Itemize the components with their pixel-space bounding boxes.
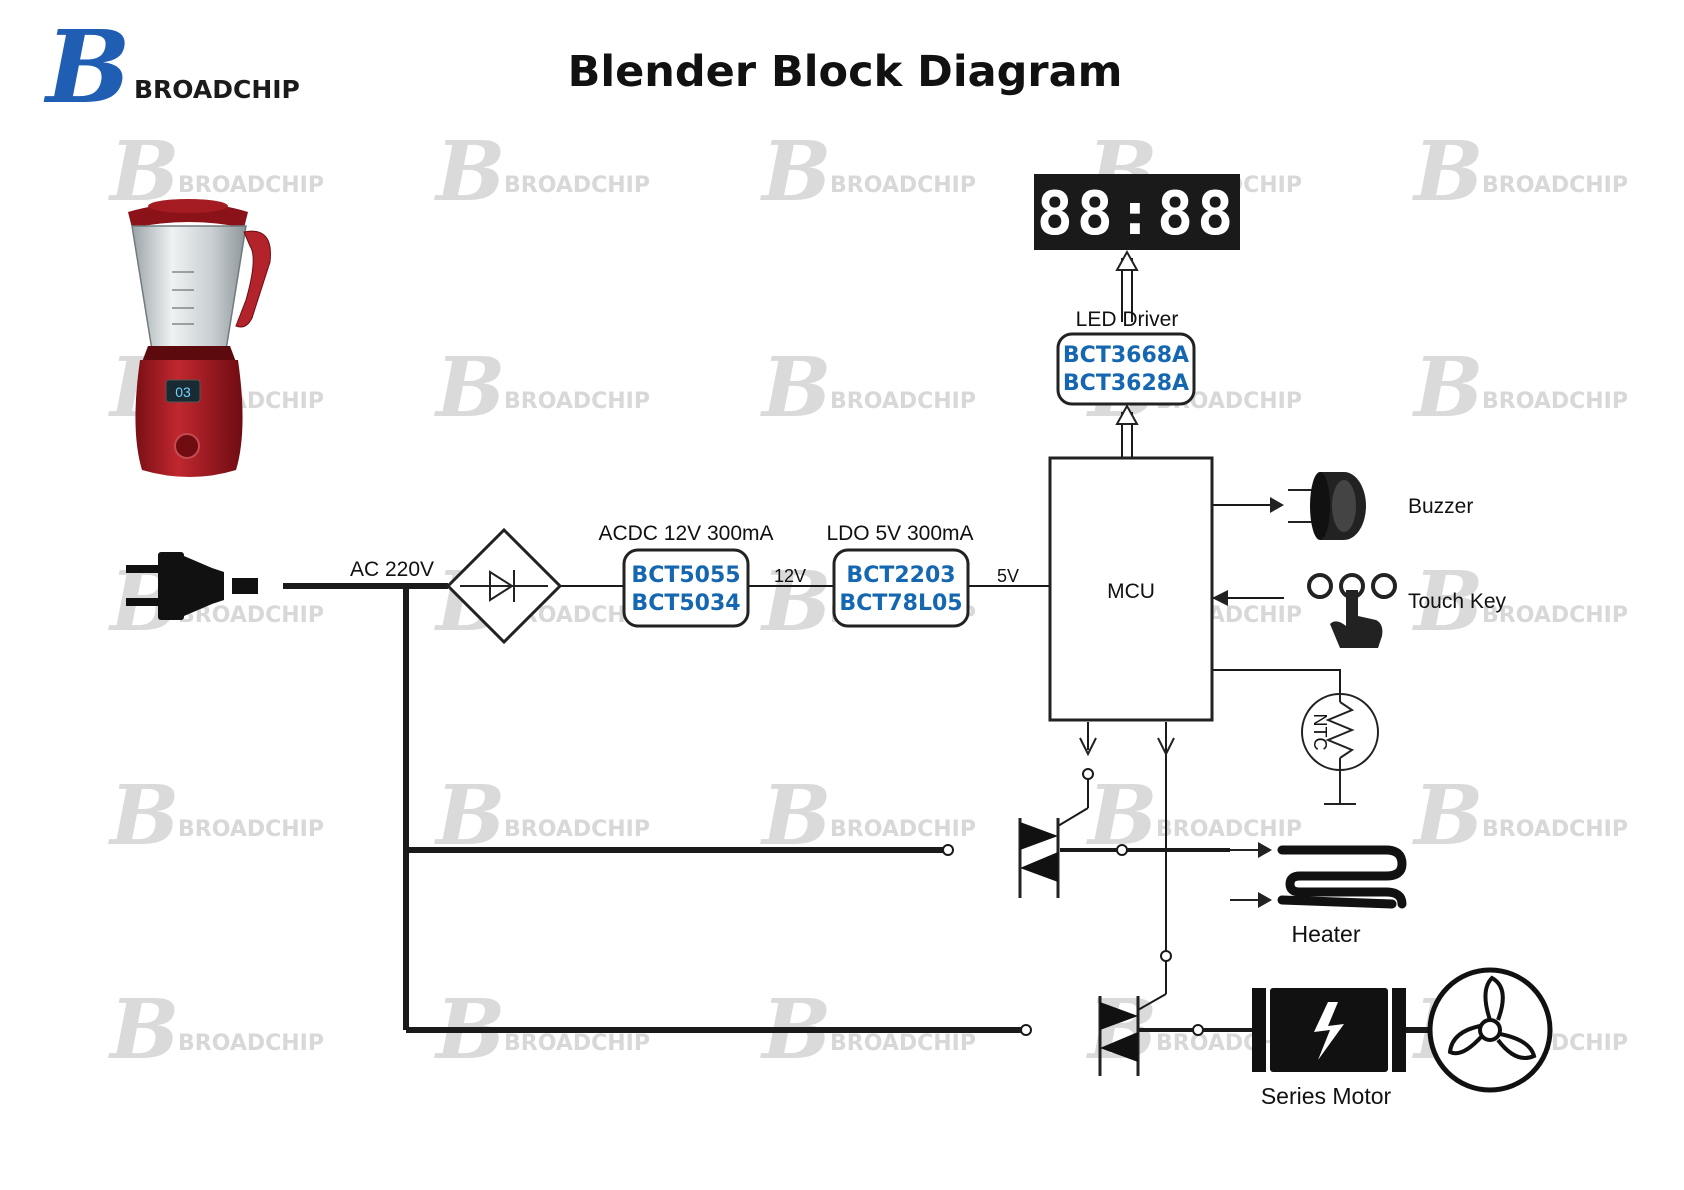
watermark-text: BROADCHIP	[1482, 817, 1628, 842]
led-driver-block: LED Driver BCT3668A BCT3628A	[1056, 308, 1196, 406]
ntc-label: NTC	[1310, 714, 1330, 751]
led-driver-label: LED Driver	[1076, 308, 1179, 331]
blender-product-image: 03	[128, 199, 271, 477]
ntc-thermistor-icon: NTC	[1301, 693, 1379, 805]
watermark-text: BROADCHIP	[504, 817, 650, 842]
mcu-output-arrows	[1079, 737, 1175, 757]
terminals	[942, 768, 1204, 1036]
acdc-label: ACDC 12V 300mA	[598, 522, 773, 545]
acdc-chip-1: BCT5055	[631, 563, 740, 588]
display-digits: 88:88	[1037, 179, 1238, 249]
logo-text: BROADCHIP	[134, 75, 300, 104]
rectifier-bridge-icon	[445, 527, 563, 645]
watermark-text: BROADCHIP	[1156, 817, 1302, 842]
voltage-5v-label: 5V	[997, 566, 1019, 586]
ac-voltage-label: AC 220V	[350, 558, 434, 581]
mcu-label: MCU	[1107, 580, 1155, 603]
ldo-label: LDO 5V 300mA	[826, 522, 973, 545]
watermark-letter: B	[1412, 124, 1483, 220]
watermark-text: BROADCHIP	[1482, 173, 1628, 198]
watermark-letter: B	[1412, 768, 1483, 864]
page-title: Blender Block Diagram	[568, 47, 1123, 97]
motor-triac-icon	[1098, 996, 1140, 1076]
watermark-text: BROADCHIP	[830, 817, 976, 842]
mcu-block: MCU	[1048, 456, 1214, 722]
watermark-letter: B	[760, 340, 831, 436]
watermark-letter: B	[760, 554, 831, 650]
watermark-letter: B	[434, 124, 505, 220]
led-driver-chip-2: BCT3628A	[1063, 371, 1189, 396]
led-driver-chip-1: BCT3668A	[1063, 343, 1189, 368]
heater-triac-icon	[1018, 818, 1060, 898]
motor-icon	[1252, 988, 1406, 1072]
blender-display-text: 03	[175, 384, 191, 400]
acdc-converter-block: ACDC 12V 300mA BCT5055 BCT5034	[598, 522, 774, 628]
watermark-text: BROADCHIP	[178, 173, 324, 198]
buzzer-label: Buzzer	[1408, 495, 1473, 518]
acdc-chip-2: BCT5034	[631, 591, 740, 616]
touch-key-icon	[1212, 573, 1397, 648]
watermark-text: BROADCHIP	[1482, 603, 1628, 628]
seven-segment-display-icon: 88:88	[1034, 174, 1240, 250]
motor-label: Series Motor	[1261, 1083, 1392, 1109]
watermark-letter: B	[108, 768, 179, 864]
watermark-text: BROADCHIP	[830, 389, 976, 414]
watermark-letter: B	[434, 340, 505, 436]
watermark-text: BROADCHIP	[504, 1031, 650, 1056]
watermark-letter: B	[760, 124, 831, 220]
watermark-letter: B	[1412, 340, 1483, 436]
heater-icon	[1230, 842, 1407, 909]
watermark-text: BROADCHIP	[504, 389, 650, 414]
watermark-text: BROADCHIP	[830, 173, 976, 198]
touch-key-label: Touch Key	[1408, 590, 1507, 613]
fan-icon	[1427, 967, 1553, 1093]
watermark-text: BROADCHIP	[504, 173, 650, 198]
buzzer-icon	[1270, 472, 1366, 540]
watermark-letter: B	[1412, 554, 1483, 650]
watermark-text: BROADCHIP	[1482, 389, 1628, 414]
arrows-up	[1115, 249, 1139, 425]
wiring	[283, 258, 1430, 1033]
watermark-text: BROADCHIP	[178, 817, 324, 842]
heater-label: Heater	[1291, 921, 1360, 947]
watermark-text: BROADCHIP	[830, 1031, 976, 1056]
ldo-chip-1: BCT2203	[846, 563, 955, 588]
voltage-12v-label: 12V	[774, 566, 806, 586]
watermark-letter: B	[108, 982, 179, 1078]
ldo-regulator-block: LDO 5V 300mA BCT2203 BCT78L05	[826, 522, 974, 628]
watermark-text: BROADCHIP	[178, 1031, 324, 1056]
power-plug-icon	[126, 552, 258, 620]
broadchip-logo: B BROADCHIP	[43, 8, 300, 126]
ldo-chip-2: BCT78L05	[839, 591, 962, 616]
logo-letter: B	[43, 8, 131, 126]
